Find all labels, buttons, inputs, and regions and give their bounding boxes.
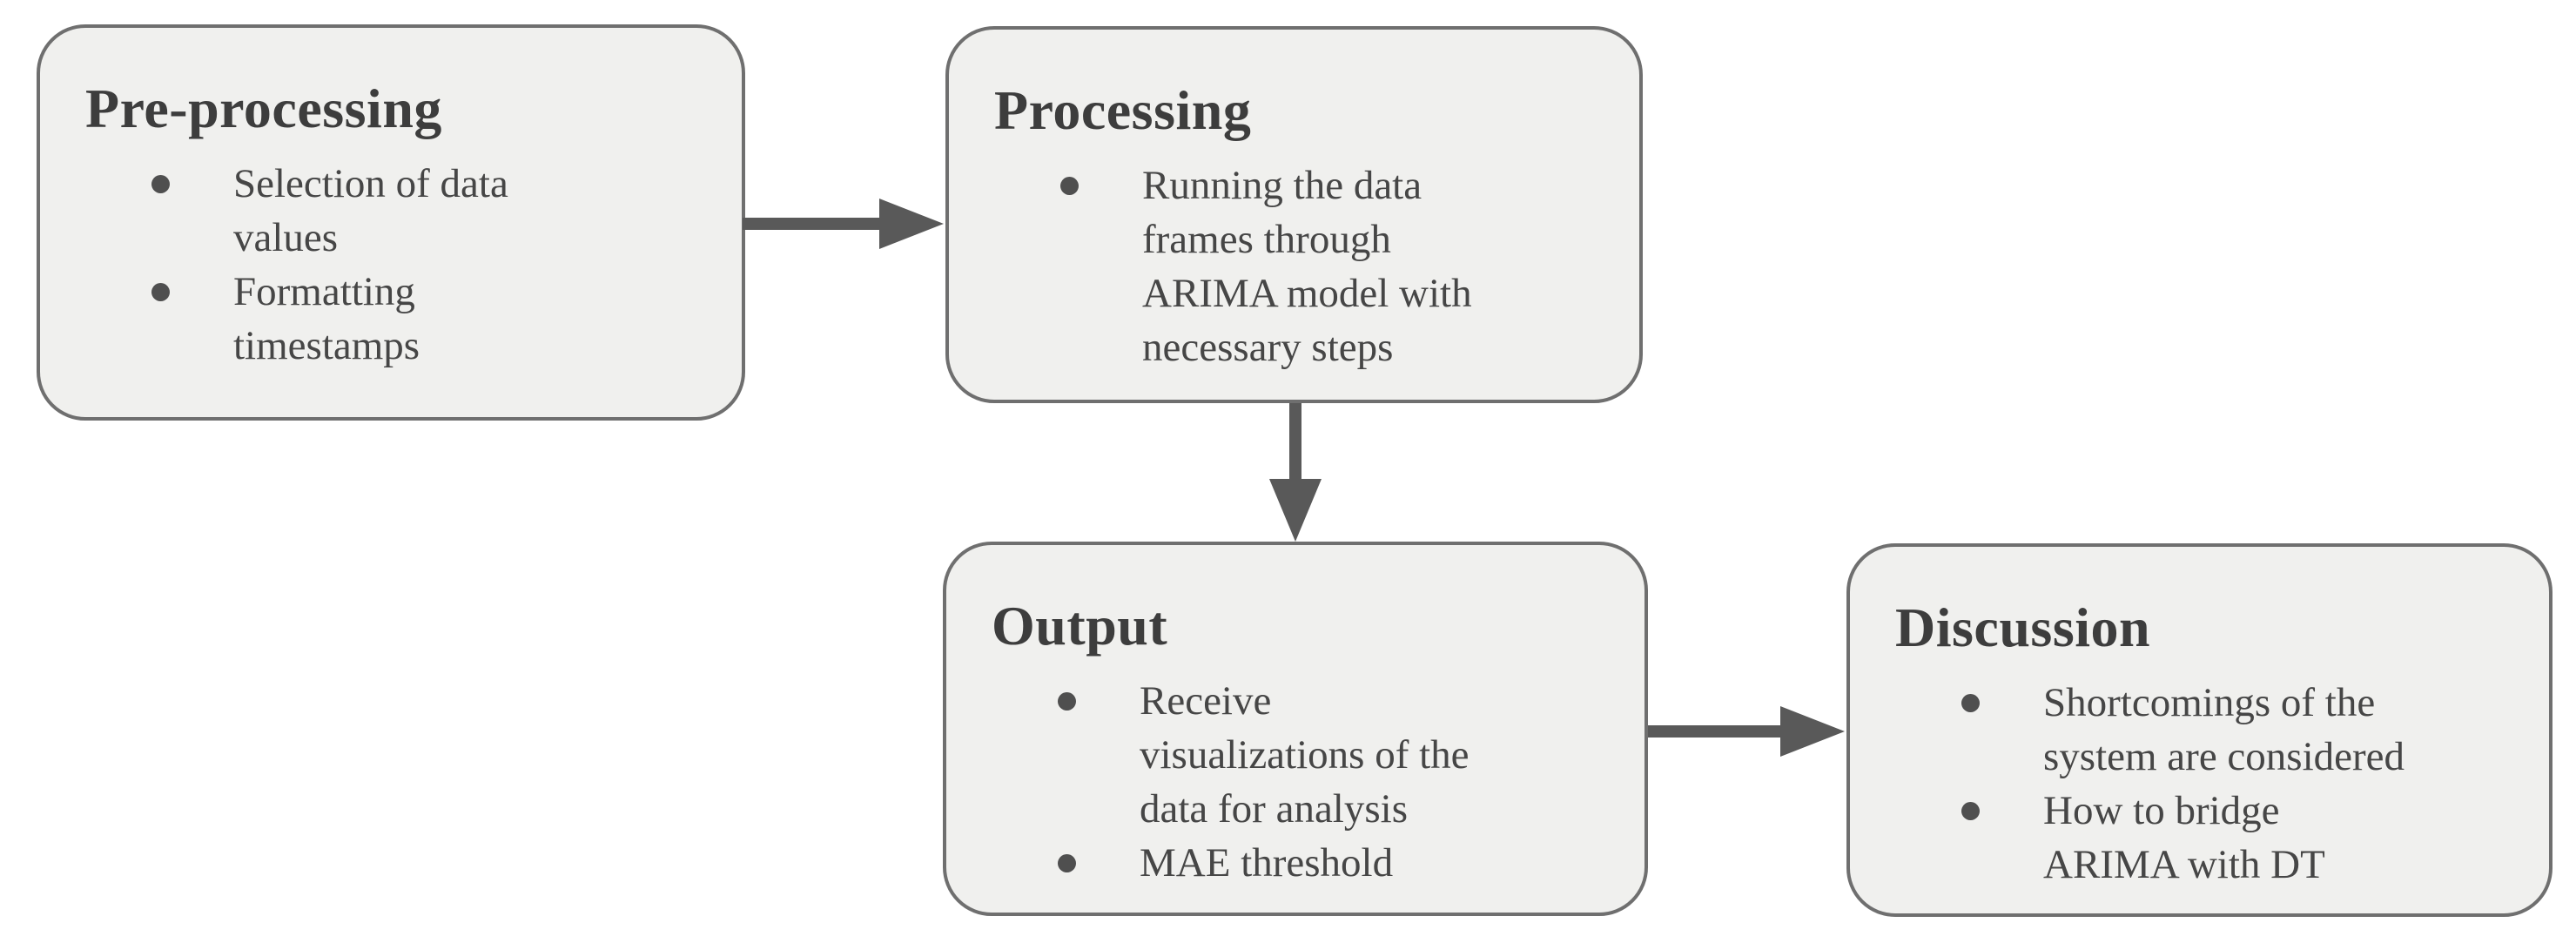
bullet-item: MAE threshold [992, 836, 1608, 890]
arrow-shaft [1289, 403, 1301, 482]
bullet-item: Receive visualizations of the data for a… [992, 674, 1608, 836]
node-pre-processing: Pre-processing Selection of data values … [37, 24, 745, 421]
node-title: Processing [994, 79, 1252, 141]
arrow-processing-to-output [1269, 403, 1322, 542]
arrow-head-icon [879, 199, 944, 249]
node-bullet-list: Selection of data values Formatting time… [85, 157, 705, 373]
arrow-head-icon [1269, 479, 1322, 542]
node-processing: Processing Running the data frames throu… [945, 26, 1643, 403]
node-bullet-list: Receive visualizations of the data for a… [992, 674, 1608, 890]
bullet-item: Formatting timestamps [85, 265, 705, 373]
node-bullet-list: Running the data frames through ARIMA mo… [994, 158, 1603, 374]
node-title: Output [992, 595, 1168, 657]
bullet-item: Shortcomings of the system are considere… [1895, 676, 2512, 784]
node-output: Output Receive visualizations of the dat… [943, 542, 1648, 916]
bullet-item: Selection of data values [85, 157, 705, 265]
arrow-output-to-discussion [1648, 706, 1845, 757]
arrow-shaft [1648, 725, 1783, 738]
node-title: Discussion [1895, 596, 2151, 658]
bullet-item: How to bridge ARIMA with DT [1895, 784, 2512, 892]
node-discussion: Discussion Shortcomings of the system ar… [1846, 543, 2552, 917]
node-title: Pre-processing [85, 77, 442, 139]
arrow-head-icon [1780, 706, 1845, 757]
node-bullet-list: Shortcomings of the system are considere… [1895, 676, 2512, 892]
bullet-item: Running the data frames through ARIMA mo… [994, 158, 1603, 374]
arrow-shaft [743, 218, 882, 230]
arrow-pre-processing-to-processing [743, 199, 944, 249]
